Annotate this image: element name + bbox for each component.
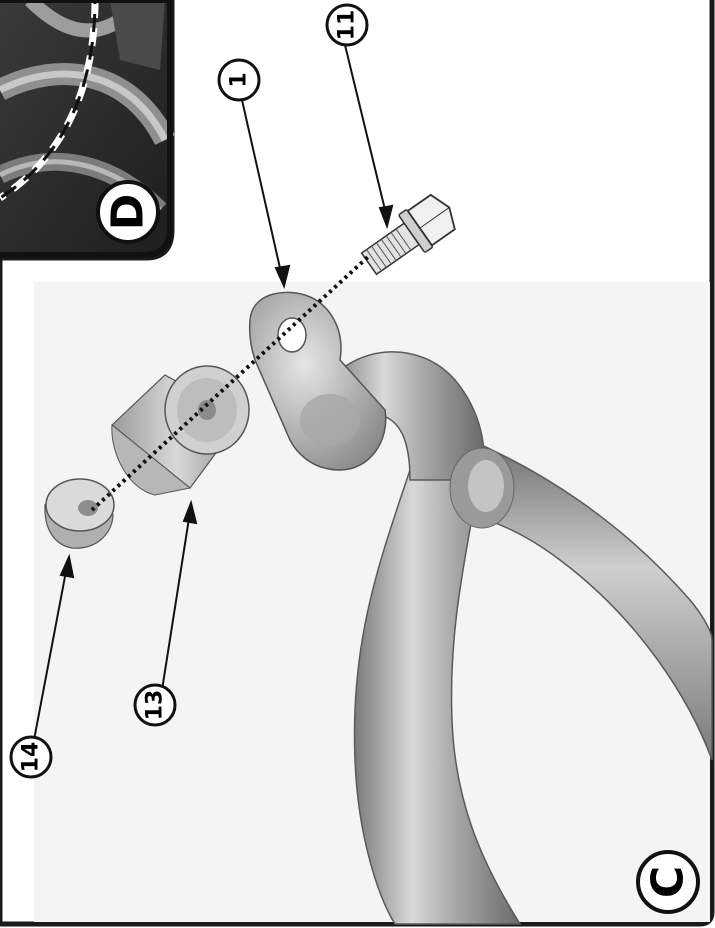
- panel-c-letter: C: [643, 866, 694, 898]
- callout-13: 13: [135, 685, 175, 725]
- panel-d-badge: D: [98, 182, 158, 242]
- panel-d-letter: D: [103, 194, 154, 231]
- callout-14-label: 14: [19, 742, 44, 773]
- callout-14: 14: [11, 737, 51, 777]
- flange-bolt: [356, 189, 463, 283]
- callout-11: 11: [327, 5, 367, 45]
- panel-c-badge: C: [638, 852, 698, 912]
- callout-1-label: 1: [227, 72, 252, 87]
- callout-13-label: 13: [143, 690, 168, 721]
- spacer-bushing: [45, 479, 114, 548]
- callout-1: 1: [219, 60, 259, 100]
- callout-11-label: 11: [335, 10, 360, 41]
